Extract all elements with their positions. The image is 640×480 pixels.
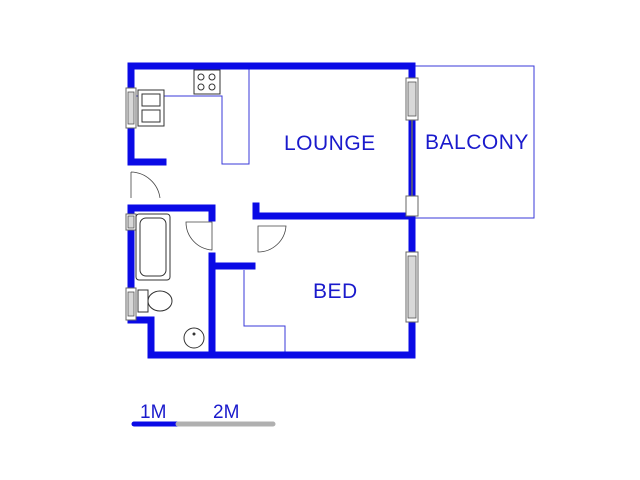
windows (125, 77, 419, 323)
wall-lounge-bed (252, 202, 416, 220)
basin-icon (183, 327, 205, 349)
room-label-bed: BED (313, 280, 358, 303)
stove-icon (193, 69, 221, 95)
walls (127, 62, 416, 359)
door-bedroom (257, 225, 287, 253)
balcony-outline (410, 65, 535, 219)
scale-label-2m: 2M (213, 402, 239, 423)
room-label-balcony: BALCONY (425, 131, 529, 154)
window-lounge-lower (405, 195, 419, 217)
scale-label-1m: 1M (140, 402, 166, 423)
kitchen-counter (134, 66, 250, 165)
doors (130, 171, 287, 253)
toilet-icon (137, 289, 149, 313)
fixtures (135, 69, 221, 349)
wall-left-lower (127, 208, 416, 359)
bedroom-cupboard (243, 270, 286, 355)
wall-bath-top (127, 204, 216, 222)
door-entrance (130, 171, 161, 199)
room-label-lounge: LOUNGE (284, 132, 376, 155)
door-bathroom (185, 221, 213, 251)
scale-bar: 1M 2M (131, 402, 276, 427)
